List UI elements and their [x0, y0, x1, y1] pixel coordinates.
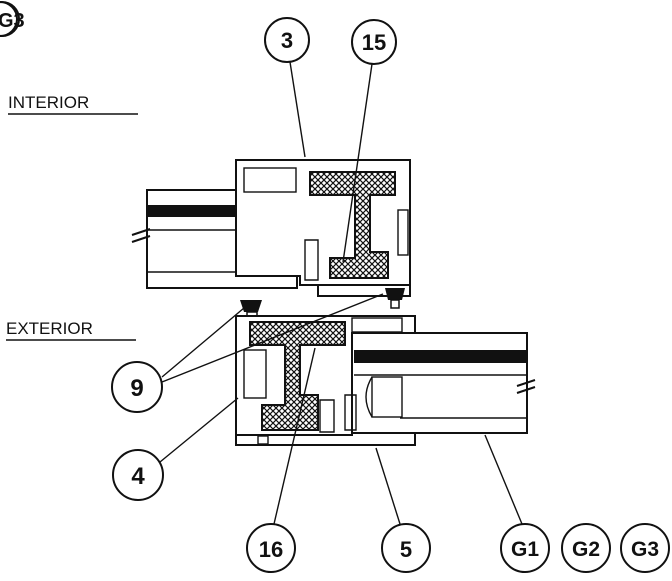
upper-sash-profile: [131, 159, 411, 297]
callout-5: 5: [375, 447, 431, 573]
leader-5: [375, 447, 401, 525]
callout-15: 15: [342, 19, 397, 263]
callout-9: 9: [111, 293, 384, 413]
interior-label: INTERIOR: [8, 93, 89, 112]
callout-5-text: 5: [400, 537, 412, 562]
callout-g1-text: G1: [511, 538, 539, 561]
leader-16: [273, 347, 316, 525]
callout-16: 16: [246, 347, 316, 573]
exterior-label: EXTERIOR: [6, 319, 93, 338]
lower-thermal-break: [249, 321, 346, 431]
callout-9-text: 9: [130, 375, 143, 402]
callout-15-text: 15: [362, 30, 386, 55]
leader-4: [159, 397, 239, 463]
callout-g3-text: G3: [631, 538, 659, 561]
callout-16-text: 16: [259, 537, 283, 562]
leader-15: [342, 63, 373, 263]
leader-9a: [161, 307, 245, 378]
callout-glass-group: G1 G2 G3: [484, 434, 670, 573]
leader-9b: [161, 293, 384, 383]
leader-3: [289, 61, 306, 158]
callout-3-text: 3: [281, 28, 293, 53]
callout-g2-text: G2: [572, 538, 600, 561]
leader-g1: [484, 434, 523, 525]
seal-right: [385, 288, 405, 309]
callout-4-text: 4: [131, 463, 145, 490]
callout-3: 3: [264, 17, 310, 158]
corner-tag: G3: [0, 1, 25, 37]
corner-tag-text: G3: [0, 10, 25, 32]
lower-sash-profile: [235, 315, 536, 446]
lower-glass-pane-dark: [354, 350, 527, 363]
callout-4: 4: [112, 397, 239, 501]
